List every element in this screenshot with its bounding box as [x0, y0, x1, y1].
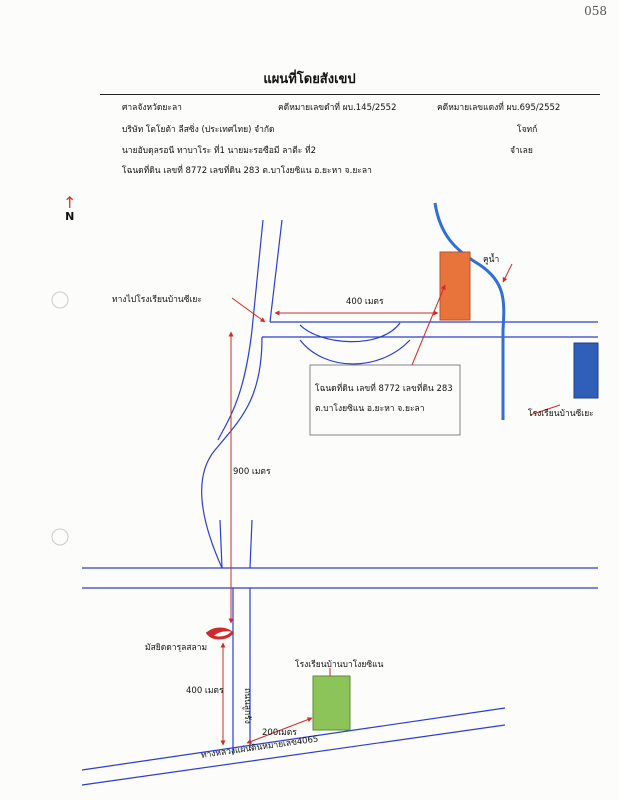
canal-line: [433, 202, 506, 420]
canal-label: คูน้ำ: [483, 255, 500, 265]
plaintiff-name: บริษัท โตโยต้า ลีสซิ่ง (ประเทศไทย) จำกัด: [122, 125, 275, 135]
title-divider: [100, 94, 600, 95]
road-winding-left: [201, 336, 263, 569]
distance-200-arrow: [246, 717, 313, 744]
school-road-pointer: [231, 297, 266, 323]
deed-callout-box: [309, 364, 461, 436]
north-label: N: [65, 210, 75, 223]
road-loop-inner: [299, 339, 411, 365]
school-siyae-label: โรงเรียนบ้านซีเยะ: [528, 409, 594, 419]
page-title: แผนที่โดยสังเขป: [263, 72, 356, 87]
defendant-role: จำเลย: [510, 146, 533, 156]
highway-bottom: [81, 724, 506, 786]
canal-pointer: [502, 263, 513, 283]
distance-900-label: 900 เมตร: [233, 467, 271, 477]
school-bangoi-building: [312, 675, 351, 731]
distance-400-top-label: 400 เมตร: [346, 297, 384, 307]
school-road-label: ทางไปโรงเรียนบ้านซีเยะ: [112, 295, 202, 305]
deed-box-line2: ต.บาโงยซิแน อ.ยะหา จ.ยะลา: [315, 404, 425, 414]
red-case-number: คดีหมายเลขแดงที่ ผบ.695/2552: [437, 103, 561, 113]
binder-hole: [51, 528, 69, 546]
mosque-icon: [207, 627, 233, 638]
page-number: 058: [584, 4, 607, 18]
north-arrow-icon: ↑: [63, 193, 77, 212]
road-north-right: [269, 219, 283, 323]
defendant-name: นายอับดุลรอนี ทาบาโระ ที่1 นายมะรอซือมี …: [122, 146, 316, 156]
road-loop: [299, 322, 401, 343]
deed-pointer: [411, 284, 446, 366]
school-bangoi-label: โรงเรียนบ้านบาโงยซิแน: [295, 660, 384, 670]
road-south-upper-right: [249, 519, 253, 569]
road-south-upper-left: [219, 519, 223, 569]
court-name: ศาลจังหวัดยะลา: [122, 103, 182, 113]
north-indicator: ↑ N: [63, 193, 77, 224]
road-north-left: [251, 219, 264, 331]
binder-hole: [51, 291, 69, 309]
black-case-number: คดีหมายเลขดำที่ ผบ.145/2552: [278, 103, 397, 113]
road-winding-right: [217, 329, 253, 441]
land-deed-info: โฉนดที่ดิน เลขที่ 8772 เลขที่ดิน 283 ต.บ…: [122, 166, 372, 176]
mosque-label: มัสยิดดารุลสลาม: [145, 643, 208, 653]
vertical-road-label: ถนนลูกรัง: [242, 688, 252, 724]
school-siyae-building: [573, 342, 599, 399]
distance-200-label: 200เมตร: [262, 728, 297, 738]
school-siyae-pointer: [529, 404, 561, 416]
plaintiff-role: โจทก์: [517, 125, 538, 135]
distance-400-bottom-label: 400 เมตร: [186, 686, 224, 696]
deed-box-line1: โฉนดที่ดิน เลขที่ 8772 เลขที่ดิน 283: [315, 384, 453, 394]
